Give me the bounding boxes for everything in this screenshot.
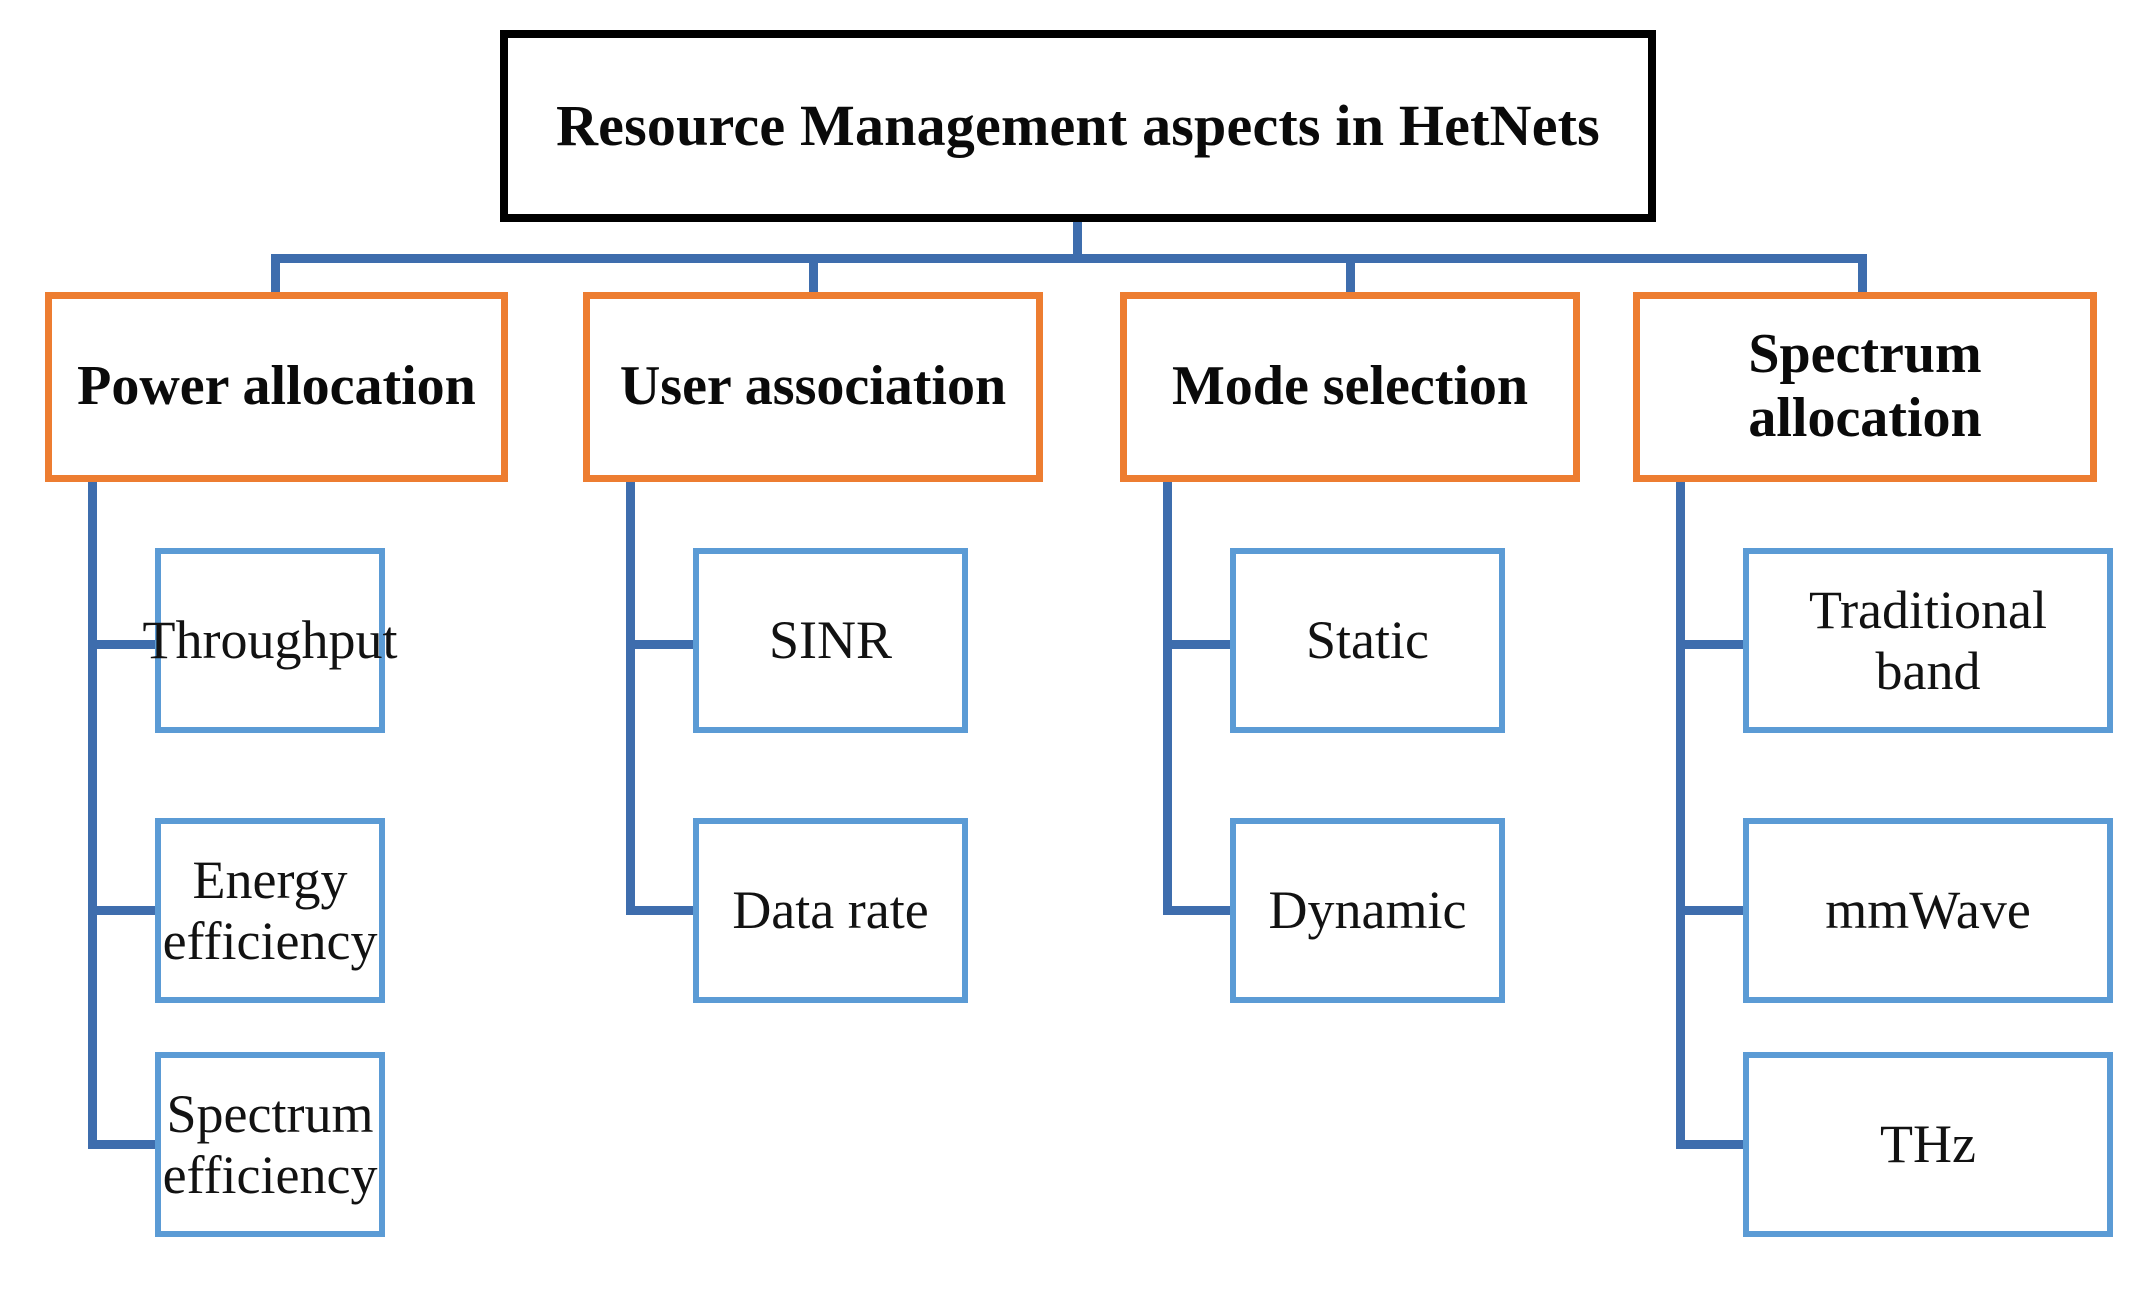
leaf-node-mmwave[interactable]: mmWave [1743, 818, 2113, 1003]
connector-stub-branch-4-child-1 [1676, 640, 1748, 649]
leaf-node-data-rate[interactable]: Data rate [693, 818, 968, 1003]
leaf-node-label: Dynamic [1268, 880, 1467, 941]
category-node-label: Mode selection [1171, 355, 1529, 418]
connector-stub-branch-3-child-1 [1163, 640, 1235, 649]
root-node-resource-management[interactable]: Resource Management aspects in HetNets [500, 30, 1656, 222]
connector-stub-branch-2-child-2 [626, 906, 698, 915]
leaf-node-energy-efficiency[interactable]: Energy efficiency [155, 818, 385, 1003]
connector-drop-branch-3 [1346, 254, 1355, 294]
leaf-node-label: SINR [768, 610, 893, 671]
leaf-node-label: Static [1306, 610, 1429, 671]
leaf-node-label: Throughput [142, 610, 398, 671]
category-node-spectrum-allocation[interactable]: Spectrum allocation [1633, 292, 2097, 482]
leaf-node-dynamic[interactable]: Dynamic [1230, 818, 1505, 1003]
root-node-label: Resource Management aspects in HetNets [556, 92, 1600, 158]
leaf-node-sinr[interactable]: SINR [693, 548, 968, 733]
connector-spine-branch-1 [88, 482, 97, 1149]
connector-spine-branch-3 [1163, 482, 1172, 915]
category-node-label: User association [619, 355, 1007, 418]
connector-drop-branch-2 [809, 254, 818, 294]
connector-stub-branch-4-child-2 [1676, 906, 1748, 915]
category-node-power-allocation[interactable]: Power allocation [45, 292, 508, 482]
connector-stub-branch-4-child-3 [1676, 1140, 1748, 1149]
connector-stub-branch-1-child-1 [88, 640, 160, 649]
connector-stub-branch-1-child-3 [88, 1140, 160, 1149]
connector-spine-branch-4 [1676, 482, 1685, 1149]
leaf-node-label: Energy efficiency [162, 850, 378, 971]
leaf-node-static[interactable]: Static [1230, 548, 1505, 733]
category-node-label: Spectrum allocation [1748, 323, 1982, 449]
connector-spine-branch-2 [626, 482, 635, 915]
connector-stub-branch-3-child-2 [1163, 906, 1235, 915]
connector-drop-branch-1 [271, 254, 280, 294]
category-node-label: Power allocation [77, 355, 476, 418]
leaf-node-label: Spectrum efficiency [162, 1084, 378, 1205]
connector-stub-branch-1-child-2 [88, 906, 160, 915]
connector-drop-branch-4 [1858, 254, 1867, 294]
leaf-node-spectrum-efficiency[interactable]: Spectrum efficiency [155, 1052, 385, 1237]
connector-root-stem [1073, 222, 1082, 262]
leaf-node-traditional-band[interactable]: Traditional band [1743, 548, 2113, 733]
leaf-node-thz[interactable]: THz [1743, 1052, 2113, 1237]
leaf-node-throughput[interactable]: Throughput [143, 548, 398, 733]
category-node-mode-selection[interactable]: Mode selection [1120, 292, 1580, 482]
connector-trunk-horizontal [271, 254, 1867, 263]
leaf-node-label: Data rate [732, 880, 929, 941]
leaf-node-label: THz [1880, 1114, 1976, 1175]
leaf-node-label: mmWave [1825, 880, 2031, 941]
category-node-user-association[interactable]: User association [583, 292, 1043, 482]
connector-stub-branch-2-child-1 [626, 640, 698, 649]
leaf-node-label: Traditional band [1808, 580, 2048, 701]
